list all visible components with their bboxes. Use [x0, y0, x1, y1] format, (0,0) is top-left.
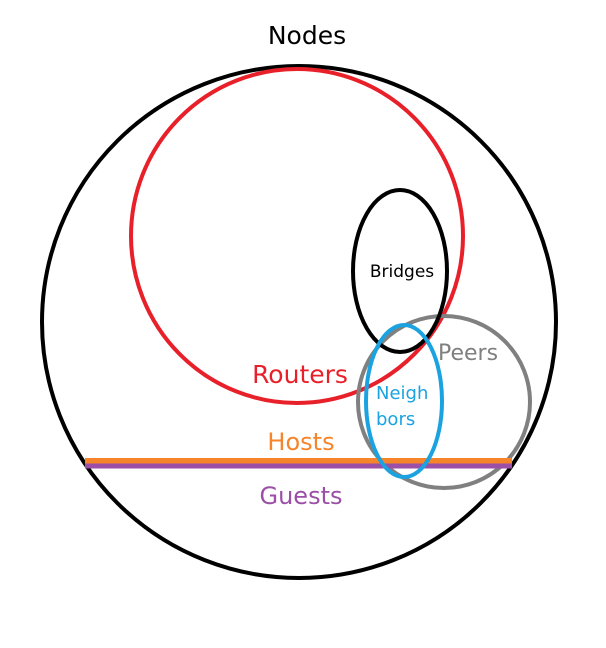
- routers-label: Routers: [252, 360, 348, 389]
- bridges-label: Bridges: [370, 262, 434, 282]
- bridges-set-outline: [351, 188, 449, 354]
- nodes-set-outline: [40, 64, 558, 580]
- neighbors-label-line2: bors: [376, 409, 415, 430]
- peers-label: Peers: [438, 341, 498, 366]
- peers-set-outline: [356, 314, 532, 490]
- hosts-label: Hosts: [267, 428, 334, 456]
- neighbors-set-outline: [364, 323, 444, 479]
- neighbors-label-line1: Neigh: [376, 383, 428, 404]
- nodes-label: Nodes: [268, 21, 346, 50]
- guests-label: Guests: [260, 482, 343, 510]
- routers-set-outline: [129, 67, 465, 405]
